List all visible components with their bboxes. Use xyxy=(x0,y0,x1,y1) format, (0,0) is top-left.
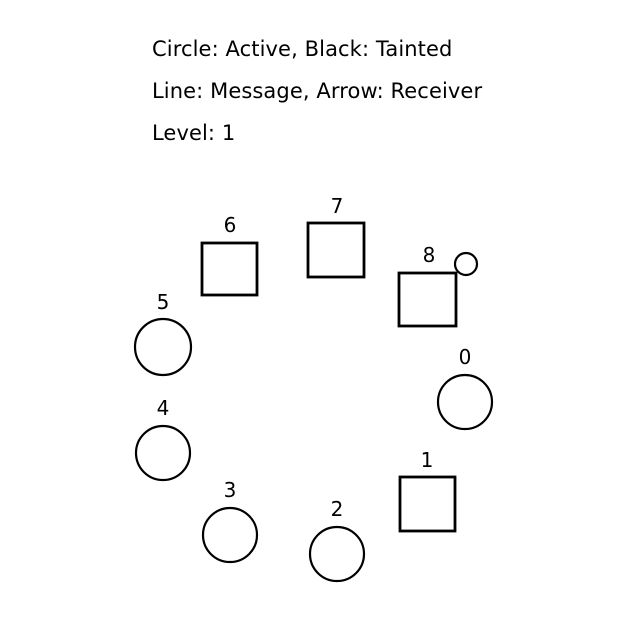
node-shape-circle-3[interactable] xyxy=(201,506,259,564)
node-label-0: 0 xyxy=(459,345,472,369)
node-shape-circle-2[interactable] xyxy=(308,525,366,583)
node-label-5: 5 xyxy=(157,290,170,314)
node-shape-circle-5[interactable] xyxy=(133,317,193,377)
node-shape-square-6[interactable] xyxy=(200,241,259,297)
node-shape-square-1[interactable] xyxy=(398,475,457,533)
node-label-8: 8 xyxy=(423,243,436,267)
legend-line-shape-meaning: Circle: Active, Black: Tainted xyxy=(152,37,453,61)
node-label-7: 7 xyxy=(331,194,344,218)
graph-node-1[interactable]: 1 xyxy=(398,448,457,533)
graph-node-3[interactable]: 3 xyxy=(201,478,259,564)
graph-node-2[interactable]: 2 xyxy=(308,497,366,583)
node-label-3: 3 xyxy=(224,478,237,502)
nodes-layer: 0 1 2 3 4 5 6 7 8 xyxy=(133,194,494,583)
node-shape-square-7[interactable] xyxy=(306,221,366,279)
node-shape-square-8[interactable] xyxy=(397,271,458,328)
legend-line-edge-meaning: Line: Message, Arrow: Receiver xyxy=(152,79,483,103)
legend-block: Circle: Active, Black: Tainted Line: Mes… xyxy=(152,28,592,154)
legend-line-level: Level: 1 xyxy=(152,121,236,145)
node-label-4: 4 xyxy=(157,396,170,420)
graph-node-0[interactable]: 0 xyxy=(436,345,494,431)
node-active-marker-8[interactable] xyxy=(453,251,479,277)
node-label-1: 1 xyxy=(421,448,434,472)
node-label-2: 2 xyxy=(331,497,344,521)
graph-node-5[interactable]: 5 xyxy=(133,290,193,377)
graph-node-7[interactable]: 7 xyxy=(306,194,366,279)
node-shape-circle-4[interactable] xyxy=(134,424,192,482)
graph-node-6[interactable]: 6 xyxy=(200,213,259,297)
node-label-6: 6 xyxy=(224,213,237,237)
node-shape-circle-0[interactable] xyxy=(436,373,494,431)
graph-node-4[interactable]: 4 xyxy=(134,396,192,482)
graph-node-8[interactable]: 8 xyxy=(397,243,479,328)
